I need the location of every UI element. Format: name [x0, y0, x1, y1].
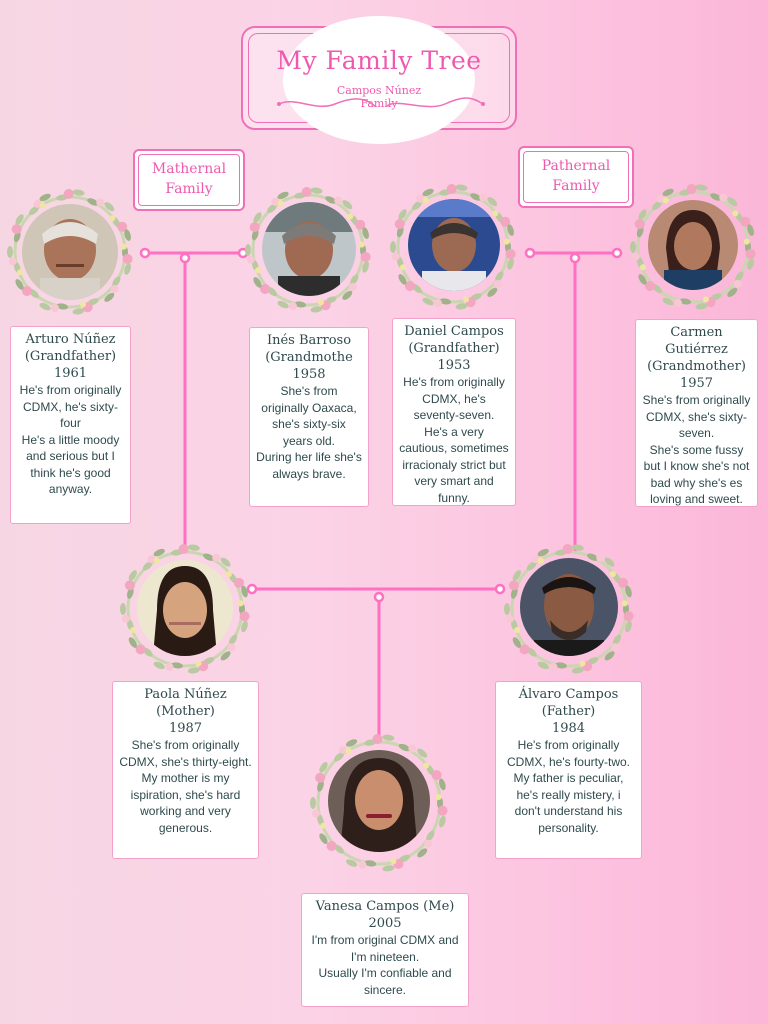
floral-wreath-icon — [626, 180, 760, 314]
person-year: 1961 — [53, 366, 88, 381]
person-card-vanesa: Vanesa Campos (Me) 2005 I'm from origina… — [301, 893, 469, 1007]
person-year: 1957 — [679, 376, 714, 391]
photo-alvaro — [520, 558, 618, 656]
person-role: (Grandfather) — [24, 349, 117, 364]
floral-wreath-icon — [306, 730, 452, 876]
person-description: She's from originally Oaxaca, she's sixt… — [256, 384, 362, 481]
person-card-alvaro: Álvaro Campos (Father) 1984 He's from or… — [495, 681, 642, 859]
page-subtitle: Campos Núnez Family — [336, 84, 422, 110]
person-name: Inés Barroso — [266, 333, 352, 348]
photo-carmen — [648, 200, 738, 290]
person-name: Paola Núñez — [144, 687, 227, 702]
person-role: (Grandfather) — [408, 341, 500, 356]
person-card-daniel: Daniel Campos (Grandfather) 1953 He's fr… — [392, 318, 516, 506]
person-card-carmen: Carmen Gutiérrez (Grandmother) 1957 She'… — [635, 319, 758, 507]
swirl-ornament-icon — [277, 97, 485, 108]
person-description: He's from originally CDMX, he's fourty-t… — [507, 738, 630, 835]
person-name: Vanesa Campos (Me) — [315, 899, 455, 914]
person-card-arturo: Arturo Núñez (Grandfather) 1961 He's fro… — [10, 326, 131, 524]
person-description: She's from originally CDMX, she's thirty… — [119, 738, 252, 835]
person-role: (Grandmothe — [265, 350, 353, 365]
photo-ines — [262, 202, 356, 296]
person-year: 1958 — [292, 367, 326, 382]
photo-daniel — [408, 199, 500, 291]
person-role: (Grandmother) — [647, 359, 746, 374]
person-name: Daniel Campos — [404, 324, 504, 339]
person-year: 1984 — [551, 721, 586, 736]
person-name: Álvaro Campos — [518, 687, 619, 702]
person-role: (Mother) — [156, 704, 215, 719]
person-description: I'm from original CDMX and I'm nineteen.… — [311, 933, 459, 997]
person-description: He's from originally CDMX, he's sixty-fo… — [19, 383, 122, 496]
photo-vanesa — [328, 750, 430, 852]
title-banner: My Family Tree Campos Núnez Family — [241, 16, 517, 144]
person-year: 2005 — [368, 916, 402, 931]
person-card-ines: Inés Barroso (Grandmothe 1958 She's from… — [249, 327, 369, 507]
person-year: 1953 — [437, 358, 471, 373]
floral-wreath-icon — [116, 540, 254, 678]
floral-wreath-icon — [3, 185, 137, 319]
floral-wreath-icon — [241, 183, 375, 317]
person-description: He's from originally CDMX, he's seventy-… — [399, 375, 509, 505]
page-title: My Family Tree — [276, 46, 482, 75]
paternal-family-tag: Pathernal Family — [518, 146, 634, 208]
maternal-family-tag: Mathernal Family — [133, 149, 245, 211]
photo-arturo — [22, 204, 118, 300]
person-card-paola: Paola Núñez (Mother) 1987 She's from ori… — [112, 681, 259, 859]
person-description: She's from originally CDMX, she's sixty-… — [642, 393, 751, 506]
floral-wreath-icon — [386, 180, 520, 314]
photo-paola — [137, 560, 233, 656]
person-role: (Father) — [541, 704, 596, 719]
person-name: Arturo Núñez — [25, 332, 116, 347]
floral-wreath-icon — [500, 540, 638, 678]
person-year: 1987 — [168, 721, 203, 736]
person-name: Carmen Gutiérrez — [665, 325, 728, 357]
